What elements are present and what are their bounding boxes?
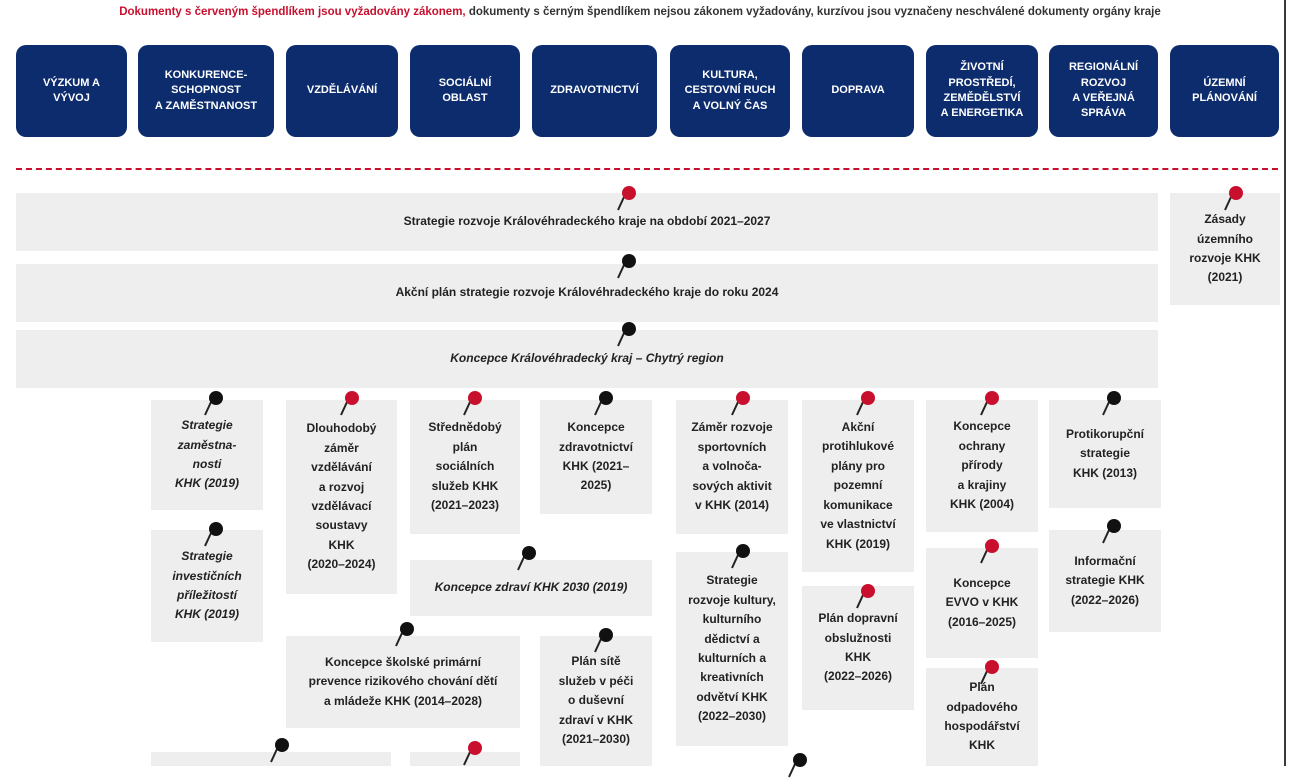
doc-dopravni-obsluznost: Plán dopravní obslužnosti KHK (2022–2026… [802, 586, 914, 710]
pin-icon [617, 254, 636, 279]
category-zdravotnictvi[interactable]: ZDRAVOTNICTVÍ [532, 45, 657, 137]
legend: Dokumenty s červeným špendlíkem jsou vyž… [0, 6, 1280, 18]
pin-icon [1102, 391, 1121, 416]
doc-zdravi-2030: Koncepce zdraví KHK 2030 (2019) [410, 560, 652, 616]
doc-sportovni-aktivity: Záměr rozvoje sportovních a volnoča- sov… [676, 400, 788, 534]
doc-akcni-plan: Akční plán strategie rozvoje Královéhrad… [16, 264, 1158, 322]
pin-icon [204, 522, 223, 547]
doc-koncepce-zdravotnictvi: Koncepce zdravotnictví KHK (2021– 2025) [540, 400, 652, 514]
pin-icon [1224, 186, 1243, 211]
pin-icon [788, 753, 807, 778]
doc-plan-socialnich-sluzeb: Střednědobý plán sociálních služeb KHK (… [410, 400, 520, 534]
doc-ochrana-prirody: Koncepce ochrany přírody a krajiny KHK (… [926, 400, 1038, 532]
legend-required: Dokumenty s červeným špendlíkem jsou vyž… [119, 6, 466, 18]
pin-icon [594, 628, 613, 653]
pin-icon [856, 391, 875, 416]
doc-kultura: Strategie rozvoje kultury, kulturního dě… [676, 552, 788, 746]
divider [16, 168, 1278, 170]
doc-investicni-prilezitosti: Strategie investičních příležitostí KHK … [151, 530, 263, 642]
pin-icon [395, 622, 414, 647]
pin-icon [204, 391, 223, 416]
doc-evvo: Koncepce EVVO v KHK (2016–2025) [926, 548, 1038, 658]
category-vzdelavani[interactable]: VZDĚLÁVÁNÍ [286, 45, 398, 137]
category-socialni[interactable]: SOCIÁLNÍ OBLAST [410, 45, 520, 137]
category-zivotni-prostredi[interactable]: ŽIVOTNÍ PROSTŘEDÍ, ZEMĚDĚLSTVÍ A ENERGET… [926, 45, 1038, 137]
pin-icon [463, 391, 482, 416]
doc-informacni-strategie: Informační strategie KHK (2022–2026) [1049, 530, 1161, 632]
doc-dusevni-zdravi: Plán sítě služeb v péči o duševní zdraví… [540, 636, 652, 766]
pin-icon [1102, 519, 1121, 544]
category-regionalni-rozvoj[interactable]: REGIONÁLNÍ ROZVOJ A VEŘEJNÁ SPRÁVA [1049, 45, 1158, 137]
category-doprava[interactable]: DOPRAVA [802, 45, 914, 137]
doc-strategie-rozvoje: Strategie rozvoje Královéhradeckého kraj… [16, 193, 1158, 251]
doc-protikorupcni: Protikorupční strategie KHK (2013) [1049, 400, 1161, 508]
pin-icon [980, 660, 999, 685]
doc-odpadove-hospodarstvi: Plán odpadového hospodářství KHK [926, 668, 1038, 766]
doc-bottom-left [151, 752, 391, 766]
doc-chytry-region: Koncepce Královéhradecký kraj – Chytrý r… [16, 330, 1158, 388]
pin-icon [463, 741, 482, 766]
doc-bottom-social [410, 752, 520, 766]
pin-icon [594, 391, 613, 416]
category-uzemni-planovani[interactable]: ÚZEMNÍ PLÁNOVÁNÍ [1170, 45, 1279, 137]
doc-protihlukove-plany: Akční protihlukové plány pro pozemní kom… [802, 400, 914, 572]
legend-rest: dokumenty s černým špendlíkem nejsou zák… [465, 6, 1161, 18]
pin-icon [517, 546, 536, 571]
page-border [1284, 0, 1286, 766]
pin-icon [856, 584, 875, 609]
pin-icon [340, 391, 359, 416]
doc-dz-vzdelavani: Dlouhodobý záměr vzdělávání a rozvoj vzd… [286, 400, 397, 594]
pin-icon [731, 391, 750, 416]
pin-icon [980, 391, 999, 416]
doc-zasady-uzemniho-rozvoje: Zásady územního rozvoje KHK (2021) [1170, 193, 1280, 305]
doc-strategie-zamestnanosti: Strategie zaměstna- nosti KHK (2019) [151, 400, 263, 510]
doc-primarni-prevence: Koncepce školské primární prevence rizik… [286, 636, 520, 728]
pin-icon [731, 544, 750, 569]
category-vyzkum[interactable]: VÝZKUM A VÝVOJ [16, 45, 127, 137]
category-kultura[interactable]: KULTURA, CESTOVNÍ RUCH A VOLNÝ ČAS [670, 45, 790, 137]
pin-icon [270, 738, 289, 763]
pin-icon [617, 322, 636, 347]
pin-icon [980, 539, 999, 564]
pin-icon [617, 186, 636, 211]
category-konkurenceschopnost[interactable]: KONKURENCE- SCHOPNOST A ZAMĚSTNANOST [138, 45, 274, 137]
